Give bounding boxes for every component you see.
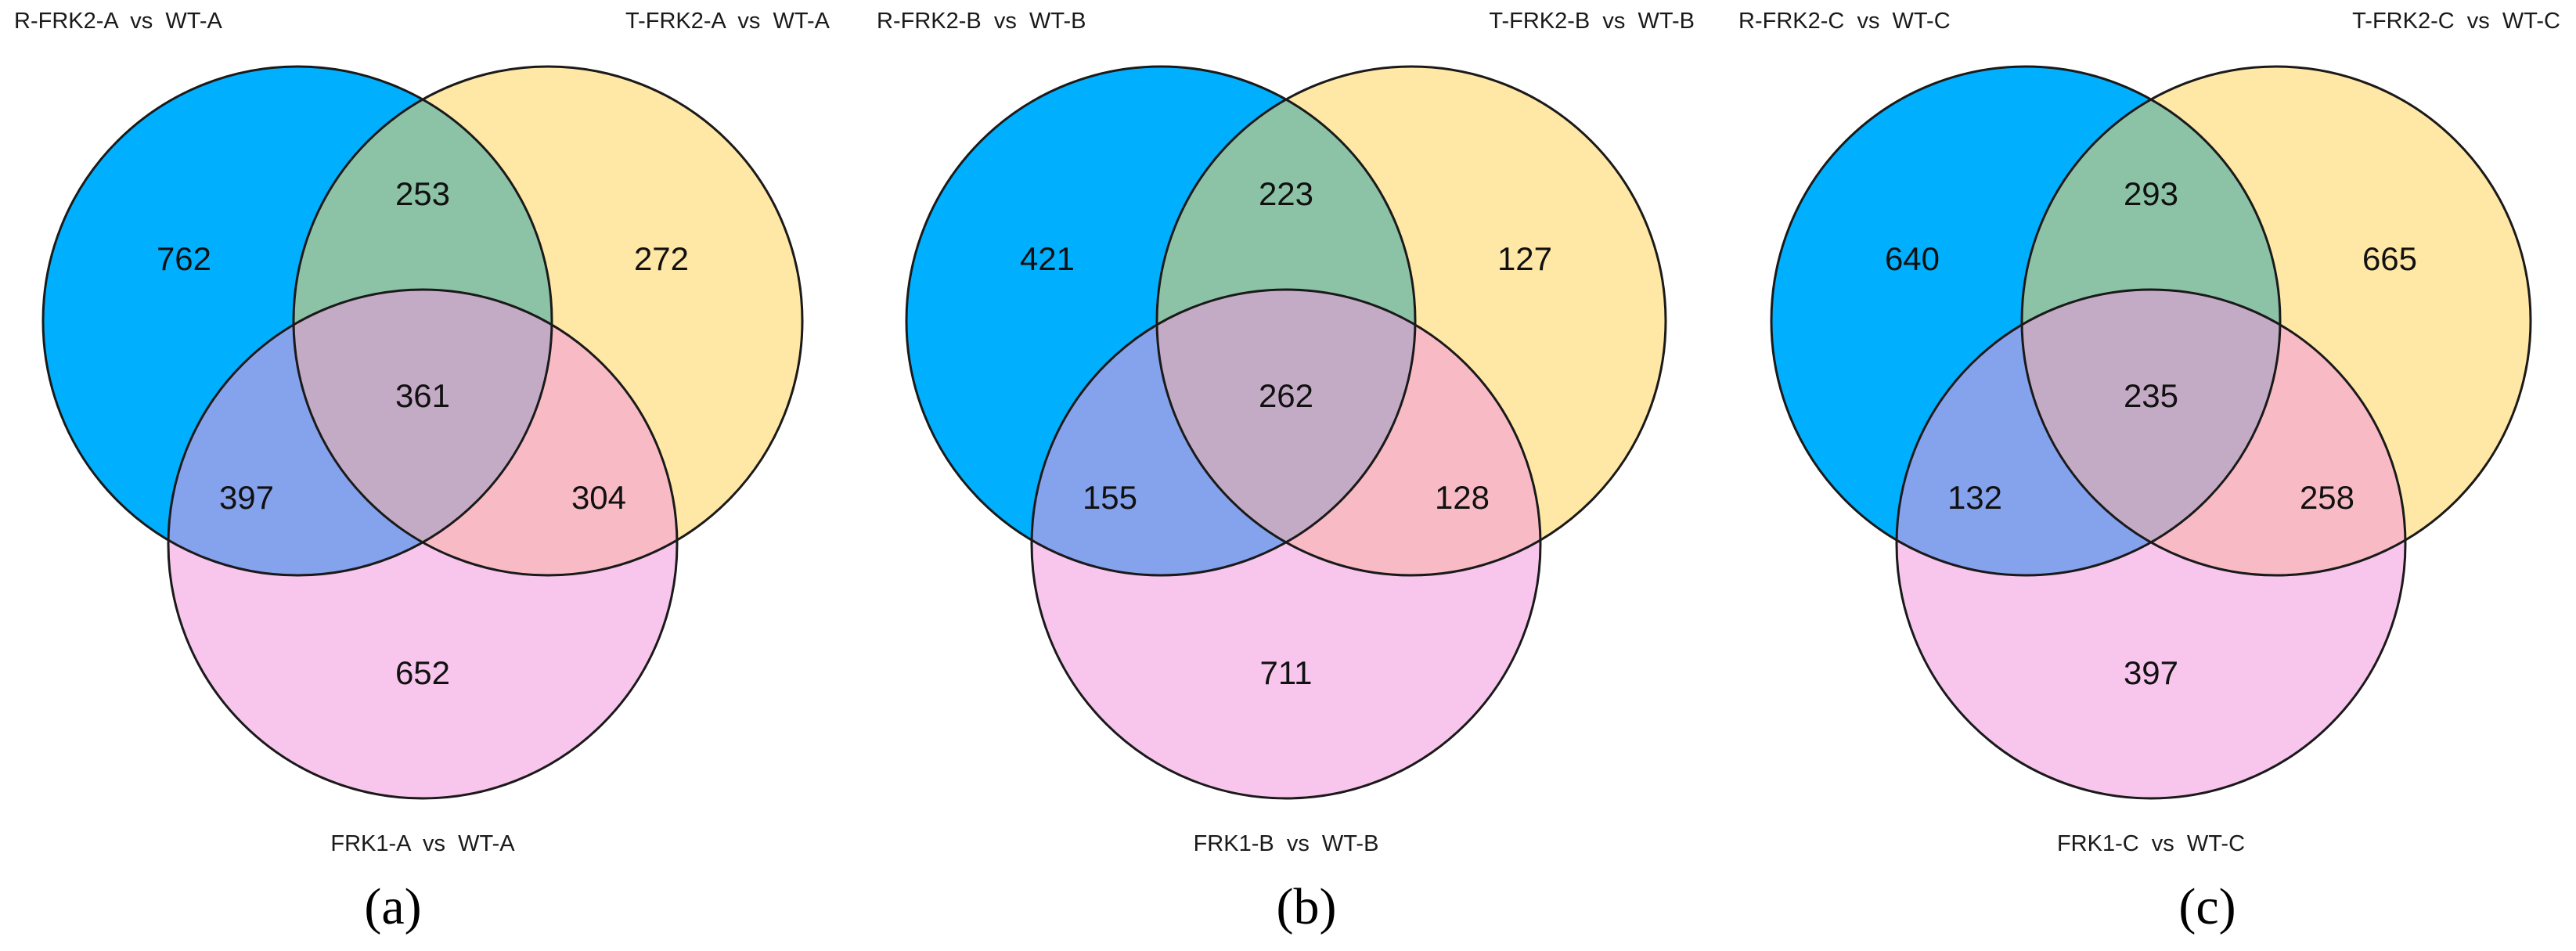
venn-panel-c: R-FRK2-C vs WT-C T-FRK2-C vs WT-C FRK1-C… bbox=[1738, 9, 2560, 935]
venn-panel-a: R-FRK2-A vs WT-A T-FRK2-A vs WT-A FRK1-A… bbox=[14, 9, 830, 935]
count-abc: 262 bbox=[1259, 377, 1313, 414]
panel-letter: (a) bbox=[364, 878, 421, 935]
set-c-outline bbox=[1030, 288, 1542, 800]
count-ac: 397 bbox=[219, 479, 274, 516]
count-a-only: 762 bbox=[157, 240, 211, 277]
set-b-label: T-FRK2-B vs WT-B bbox=[1489, 9, 1695, 34]
set-c-circle bbox=[168, 290, 677, 798]
count-ab: 253 bbox=[395, 175, 450, 212]
count-b-only: 127 bbox=[1497, 240, 1552, 277]
count-b-only: 272 bbox=[634, 240, 689, 277]
count-bc: 128 bbox=[1435, 479, 1490, 516]
set-c-circle bbox=[1897, 290, 2405, 798]
count-a-only: 421 bbox=[1020, 240, 1075, 277]
set-a-label: R-FRK2-B vs WT-B bbox=[877, 9, 1086, 34]
count-c-only: 397 bbox=[2124, 654, 2178, 691]
set-b-outline bbox=[1155, 65, 1667, 577]
set-c-label: FRK1-B vs WT-B bbox=[1194, 831, 1379, 856]
count-abc: 361 bbox=[395, 377, 450, 414]
venn-panel-b: R-FRK2-B vs WT-B T-FRK2-B vs WT-B FRK1-B… bbox=[877, 9, 1695, 935]
set-a-outline bbox=[1770, 65, 2282, 577]
set-a-outline bbox=[41, 65, 553, 577]
count-ab: 223 bbox=[1259, 175, 1313, 212]
count-c-only: 652 bbox=[395, 654, 450, 691]
count-ac: 155 bbox=[1083, 479, 1137, 516]
count-bc: 258 bbox=[2300, 479, 2354, 516]
set-b-outline bbox=[2020, 65, 2532, 577]
set-a-outline bbox=[905, 65, 1417, 577]
set-c-outline bbox=[1895, 288, 2407, 800]
set-c-label: FRK1-A vs WT-A bbox=[330, 831, 515, 856]
count-a-only: 640 bbox=[1885, 240, 1940, 277]
count-c-only: 711 bbox=[1260, 654, 1313, 691]
set-b-outline bbox=[292, 65, 804, 577]
set-a-label: R-FRK2-A vs WT-A bbox=[14, 9, 223, 34]
set-c-label: FRK1-C vs WT-C bbox=[2057, 831, 2245, 856]
count-bc: 304 bbox=[571, 479, 626, 516]
set-c-circle bbox=[1032, 290, 1540, 798]
set-c-outline bbox=[167, 288, 679, 800]
count-b-only: 665 bbox=[2362, 240, 2417, 277]
set-b-label: T-FRK2-A vs WT-A bbox=[625, 9, 830, 34]
set-b-label: T-FRK2-C vs WT-C bbox=[2352, 9, 2560, 34]
panel-letter: (c) bbox=[2178, 878, 2236, 935]
panel-letter: (b) bbox=[1277, 878, 1337, 935]
set-a-label: R-FRK2-C vs WT-C bbox=[1738, 9, 1951, 34]
count-abc: 235 bbox=[2124, 377, 2178, 414]
count-ac: 132 bbox=[1947, 479, 2002, 516]
count-ab: 293 bbox=[2124, 175, 2178, 212]
